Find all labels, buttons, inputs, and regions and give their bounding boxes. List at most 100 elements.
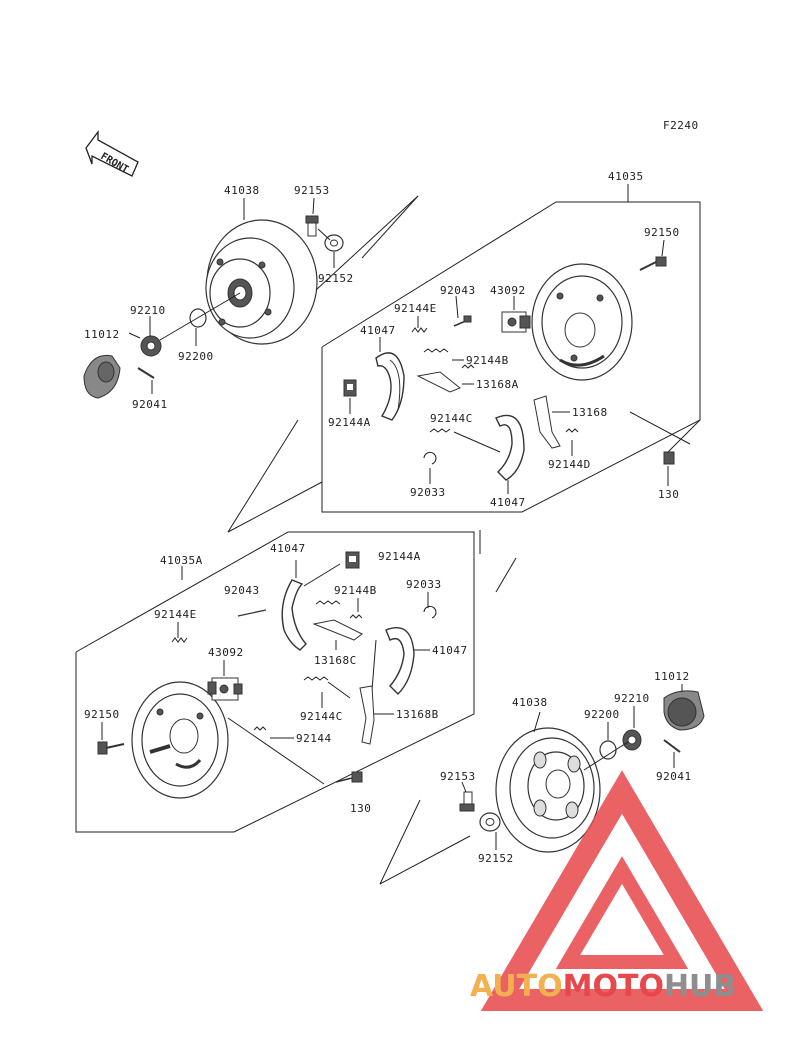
label-92153-bottom: 92153 <box>440 770 476 783</box>
spring-92144C-bottom <box>303 676 329 681</box>
label-41035: 41035 <box>608 170 644 183</box>
connector-lines <box>227 419 517 885</box>
label-13168B: 13168B <box>396 708 439 721</box>
backing-plate-top <box>531 263 633 381</box>
washer-bottom <box>479 812 501 832</box>
spring-92144 <box>253 726 267 731</box>
axis-line-bottom <box>583 741 629 771</box>
label-43092-top: 43092 <box>490 284 526 297</box>
hub-cap-top <box>83 354 121 399</box>
spring-rod-92144C-top <box>453 431 501 453</box>
watermark-auto: AUTO <box>470 969 563 1004</box>
bolt-130-top <box>663 451 675 465</box>
lever-13168B <box>359 685 375 745</box>
label-43092-bottom: 43092 <box>208 646 244 659</box>
label-13168-top: 13168 <box>572 406 608 419</box>
label-41047-top-b: 41047 <box>490 496 526 509</box>
label-92041-top: 92041 <box>132 398 168 411</box>
wheel-cylinder-top <box>501 311 531 333</box>
plate-bolt-top <box>639 256 667 271</box>
label-92153-top: 92153 <box>294 184 330 197</box>
label-92144E-top: 92144E <box>394 302 437 315</box>
retainer-92144A-top <box>343 379 357 397</box>
label-92210-bottom: 92210 <box>614 692 650 705</box>
label-92144D: 92144D <box>548 458 591 471</box>
label-92210-top: 92210 <box>130 304 166 317</box>
label-92150-top: 92150 <box>644 226 680 239</box>
spring-92144E-bottom <box>171 637 188 643</box>
label-92144A-bottom: 92144A <box>378 550 421 563</box>
spring-rod-92144C-bottom <box>327 681 351 699</box>
screw-92043-bottom <box>237 609 267 617</box>
label-92033-bottom: 92033 <box>406 578 442 591</box>
hub-cap-bottom <box>663 690 705 731</box>
watermark-triangle-icon <box>480 770 764 1011</box>
label-92144B-bottom: 92144B <box>334 584 377 597</box>
label-92041-bottom: 92041 <box>656 770 692 783</box>
label-130-top: 130 <box>658 488 679 501</box>
label-130-bottom: 130 <box>350 802 371 815</box>
front-arrow-icon: FRONT <box>85 130 139 177</box>
washer-top <box>324 234 344 252</box>
brake-shoe-bottom-right <box>385 627 415 695</box>
cotter-pin-bottom <box>663 739 681 753</box>
diagram-code: F2240 <box>663 119 699 132</box>
label-11012-bottom: 11012 <box>654 670 690 683</box>
washer-92200-bottom <box>599 740 617 760</box>
label-92033-top: 92033 <box>410 486 446 499</box>
hub-bolt-top <box>305 215 319 237</box>
clip-92033-bottom <box>423 605 437 619</box>
label-13168C: 13168C <box>314 654 357 667</box>
hub-bolt-bottom <box>459 791 475 812</box>
label-13168A-top: 13168A <box>476 378 519 391</box>
spring-small-top <box>461 364 475 369</box>
brake-shoe-bottom-left <box>281 579 307 651</box>
watermark-moto: MOTO <box>563 969 664 1004</box>
label-41047-c: 41047 <box>270 542 306 555</box>
label-92043-bottom: 92043 <box>224 584 260 597</box>
brake-drum-top <box>205 219 318 345</box>
label-92043-top: 92043 <box>440 284 476 297</box>
label-92144B-top: 92144B <box>466 354 509 367</box>
label-92144C-bottom: 92144C <box>300 710 343 723</box>
label-11012-top: 11012 <box>84 328 120 341</box>
backing-plate-bottom <box>131 681 229 799</box>
spring-92144E-top <box>411 327 428 333</box>
watermark-inner-triangle-icon <box>555 856 689 969</box>
leader-92043-top <box>455 295 459 319</box>
watermark-hub: HUB <box>664 969 736 1004</box>
leader-92153-bottom <box>461 781 467 793</box>
spring-92144C-top <box>429 428 451 433</box>
leader-41047-c2 <box>303 563 341 587</box>
label-92144E-bottom: 92144E <box>154 608 197 621</box>
watermark-logo <box>480 770 764 1011</box>
screw-92043-top <box>453 315 472 327</box>
label-41047-d: 41047 <box>432 644 468 657</box>
brake-shoe-top-left <box>375 352 405 421</box>
label-41038-bottom: 41038 <box>512 696 548 709</box>
brake-drum-bottom <box>495 727 601 853</box>
label-41047-top-a: 41047 <box>360 324 396 337</box>
spring-92144B-bottom <box>315 600 341 605</box>
lever-13168-top <box>533 395 561 449</box>
brake-shoe-top-right <box>495 414 525 481</box>
watermark-text: AUTOMOTOHUB <box>470 969 736 1004</box>
clip-92033-top <box>423 451 437 465</box>
spring-92144D-top <box>565 428 579 433</box>
leader-41038-bottom <box>533 711 541 733</box>
bolt-130-bottom <box>335 771 363 783</box>
label-92144: 92144 <box>296 732 332 745</box>
label-92144A-top: 92144A <box>328 416 371 429</box>
label-41035A: 41035A <box>160 554 203 567</box>
lever-13168A-top <box>416 371 461 393</box>
plate-bolt-bottom <box>97 741 125 755</box>
spring-small-bottom <box>349 614 363 619</box>
leader-lines-upper-hub <box>128 195 419 394</box>
label-92152-bottom: 92152 <box>478 852 514 865</box>
label-41038-top: 41038 <box>224 184 260 197</box>
nut-bottom <box>622 729 642 751</box>
spring-92144B-top <box>423 348 449 353</box>
leader-92150-top <box>661 239 665 257</box>
lever-13168C <box>312 619 363 641</box>
